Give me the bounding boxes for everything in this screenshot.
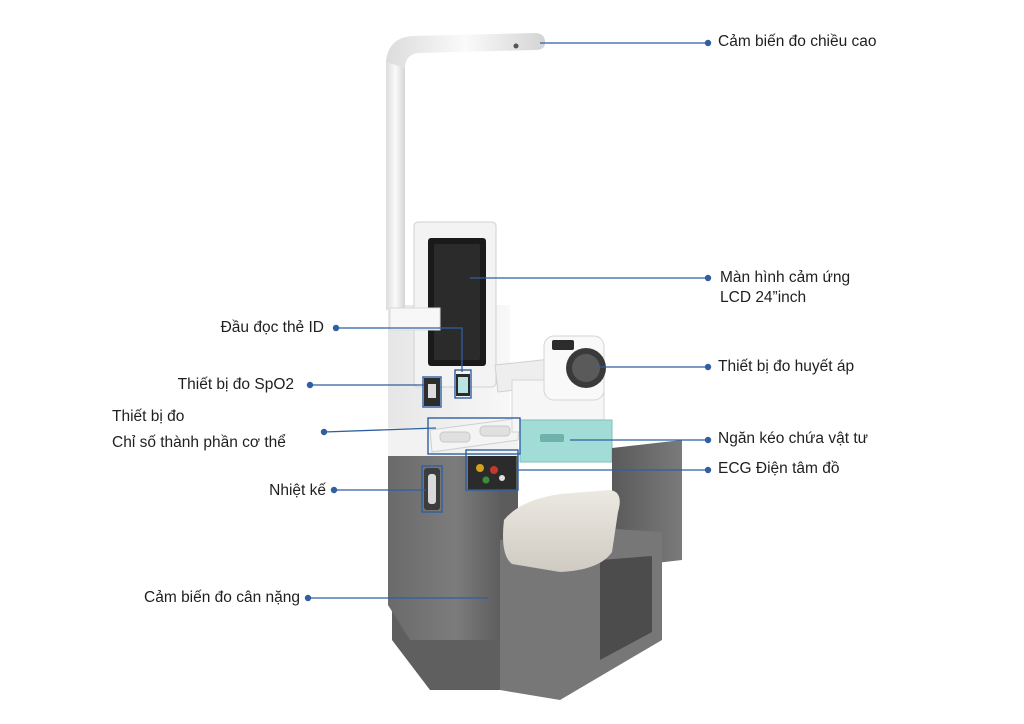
ecg-connector: [482, 476, 490, 484]
label-height-sensor: Cảm biến đo chiều cao: [718, 33, 877, 50]
drawer-handle: [540, 434, 564, 442]
bp-cuff-inner: [572, 354, 600, 382]
label-thermometer: Nhiệt kế: [269, 482, 326, 499]
highlight-id-reader: [454, 369, 472, 399]
height-pole: [386, 60, 405, 310]
spo2-clip: [428, 384, 436, 398]
highlight-body-composition: [427, 417, 521, 455]
supply-drawer: [519, 419, 613, 463]
id-reader-housing: [389, 307, 441, 331]
label-weight-sensor: Cảm biến đo cân nặng: [144, 589, 300, 606]
highlight-spo2: [422, 376, 442, 408]
seat-cushion: [503, 490, 620, 572]
lower-column: [388, 452, 500, 640]
leader-blood-pressure-dot: [704, 363, 712, 371]
bp-display: [552, 340, 574, 350]
leader-spo2-dot: [306, 381, 314, 389]
label-id-reader: Đầu đọc thẻ ID: [220, 319, 324, 336]
label-body-composition-line1: Thiết bị đo: [112, 408, 185, 425]
leader-body-composition-dot: [320, 428, 328, 436]
leader-ecg-dot: [704, 466, 712, 474]
label-touch-screen-line1: Màn hình cảm ứng: [720, 269, 851, 286]
height-sensor: [513, 43, 519, 49]
leader-height-sensor-dot: [704, 39, 712, 47]
ecg-connector: [490, 466, 498, 474]
label-body-composition-line2: Chỉ số thành phần cơ thể: [112, 434, 286, 451]
highlight-thermometer: [421, 465, 443, 513]
ecg-connector: [476, 464, 484, 472]
handle-grip: [479, 425, 511, 437]
screen-glare: [434, 244, 480, 360]
leader-body-composition: [323, 427, 437, 433]
label-ecg: ECG Điện tâm đồ: [718, 460, 840, 477]
label-touch-screen-line2: LCD 24”inch: [720, 289, 807, 306]
label-blood-pressure: Thiết bị đo huyết áp: [718, 358, 855, 375]
leader-id-reader: [336, 327, 463, 372]
leader-touch-screen-dot: [704, 274, 712, 282]
leader-supply-drawer-dot: [704, 436, 712, 444]
leader-weight-sensor-dot: [304, 594, 312, 602]
label-body-composition: Thiết bị đo Chỉ số thành phần cơ thể: [112, 404, 286, 456]
highlight-ecg: [465, 449, 519, 491]
id-reader-pad: [458, 377, 468, 393]
label-touch-screen: Màn hình cảm ứng LCD 24”inch: [720, 268, 850, 308]
label-supply-drawer: Ngăn kéo chứa vật tư: [718, 430, 868, 447]
height-arm: [386, 33, 546, 68]
thermometer: [428, 474, 436, 504]
ecg-connector: [499, 475, 505, 481]
leader-thermometer-dot: [330, 486, 338, 494]
seat-frame-opening: [600, 556, 652, 660]
handle-grip: [439, 431, 471, 443]
label-spo2: Thiết bị đo SpO2: [177, 376, 294, 393]
leader-id-reader-dot: [332, 324, 340, 332]
